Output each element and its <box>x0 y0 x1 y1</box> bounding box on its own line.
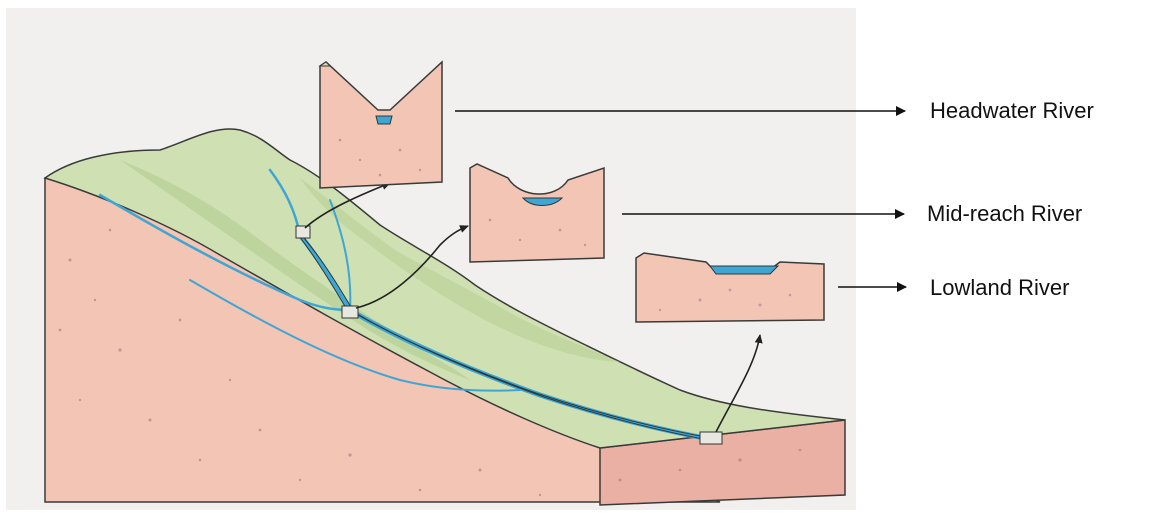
mid-reach-section-marker <box>342 306 358 318</box>
mid-reach-river-label: Mid-reach River <box>927 203 1082 225</box>
headwater-section-marker <box>296 226 310 238</box>
lowland-river-label: Lowland River <box>930 277 1069 299</box>
headwater-river-label: Headwater River <box>930 100 1094 122</box>
lowland-section-marker <box>700 432 722 444</box>
